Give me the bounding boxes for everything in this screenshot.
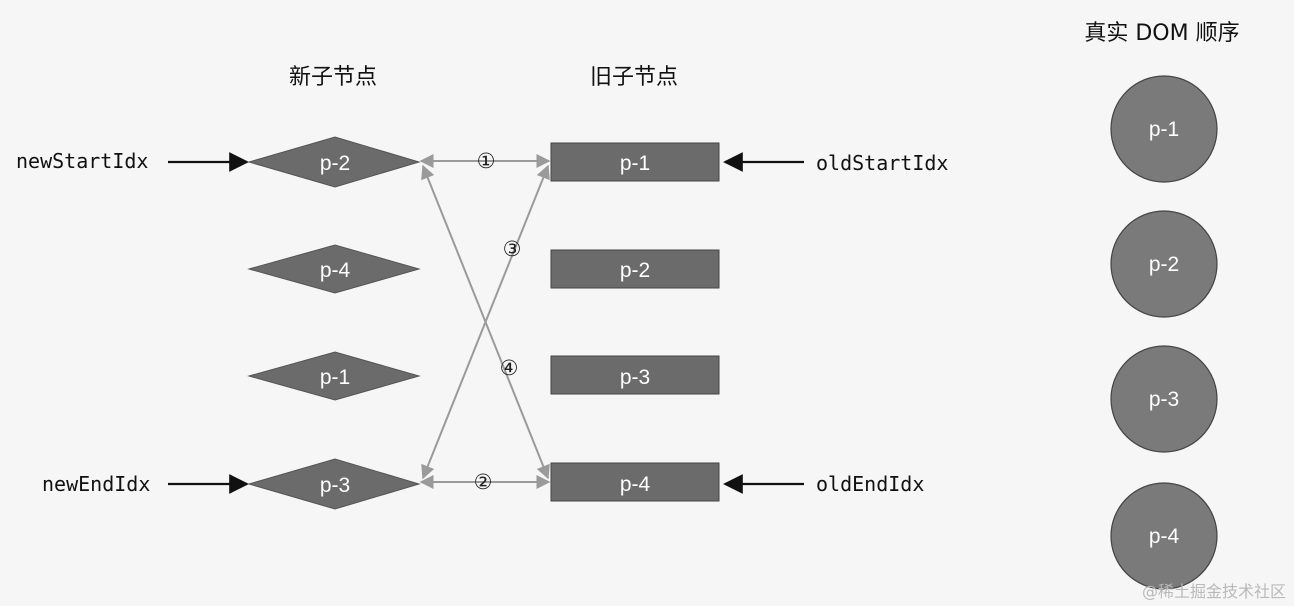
old-node: p-4 bbox=[550, 462, 720, 502]
new-node: p-2 bbox=[247, 136, 421, 188]
dom-node-label: p-2 bbox=[1149, 253, 1179, 276]
new-node: p-3 bbox=[247, 458, 421, 510]
dom-node-label: p-4 bbox=[1149, 525, 1180, 548]
old-node-label: p-4 bbox=[620, 473, 651, 496]
dom-node: p-2 bbox=[1110, 210, 1218, 318]
step-marker-2: ② bbox=[474, 470, 493, 494]
watermark: @稀土掘金技术社区 bbox=[1142, 582, 1286, 601]
new-node-label: p-3 bbox=[320, 474, 350, 497]
old-end-idx-label: oldEndIdx bbox=[816, 472, 924, 496]
new-node: p-4 bbox=[247, 244, 421, 294]
old-node-label: p-1 bbox=[620, 152, 650, 175]
old-node: p-2 bbox=[550, 249, 720, 289]
old-start-idx-label: oldStartIdx bbox=[816, 151, 948, 175]
step-marker-1: ① bbox=[477, 149, 496, 173]
old-node: p-3 bbox=[550, 355, 720, 395]
new-start-idx-label: newStartIdx bbox=[16, 149, 148, 173]
old-node-label: p-3 bbox=[620, 366, 650, 389]
old-node-label: p-2 bbox=[620, 259, 650, 282]
dom-node: p-3 bbox=[1110, 345, 1218, 453]
new-end-idx-label: newEndIdx bbox=[42, 472, 150, 496]
old-children-heading: 旧子节点 bbox=[590, 65, 678, 90]
compare-connector-4 bbox=[421, 164, 550, 480]
dom-node: p-4 bbox=[1110, 482, 1218, 590]
step-marker-4: ④ bbox=[500, 356, 519, 380]
real-dom-heading: 真实 DOM 顺序 bbox=[1084, 21, 1239, 46]
step-marker-3: ③ bbox=[503, 237, 522, 261]
new-node-label: p-2 bbox=[320, 152, 350, 175]
old-node: p-1 bbox=[550, 142, 720, 182]
new-node-label: p-1 bbox=[320, 366, 350, 389]
new-node-label: p-4 bbox=[320, 259, 351, 282]
dom-node: p-1 bbox=[1110, 75, 1218, 183]
dom-node-label: p-1 bbox=[1149, 118, 1179, 141]
dom-node-label: p-3 bbox=[1149, 388, 1179, 411]
new-node: p-1 bbox=[247, 351, 421, 401]
new-children-heading: 新子节点 bbox=[289, 65, 377, 90]
